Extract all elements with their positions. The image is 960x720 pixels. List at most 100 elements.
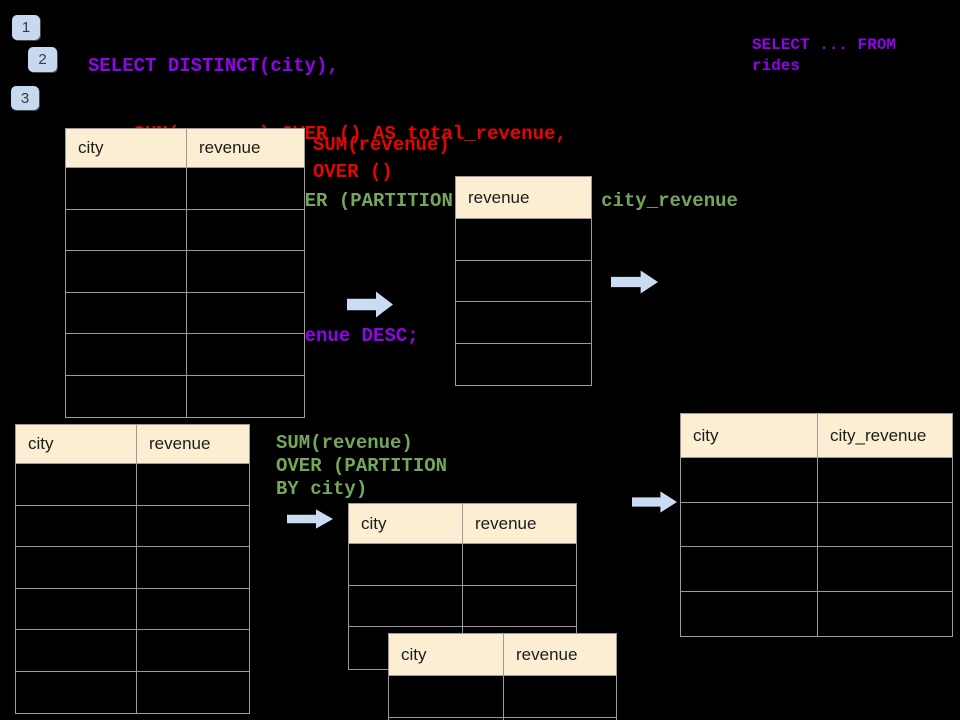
- table-cell: [187, 209, 304, 251]
- step-badge-2: 2: [28, 47, 57, 72]
- column-header-city: city: [16, 425, 137, 464]
- table-cell: [187, 168, 304, 210]
- table-cell: [187, 375, 304, 417]
- table-body: [66, 168, 304, 417]
- table-total-revenue-result: revenue: [455, 176, 592, 386]
- table-row: [681, 547, 952, 592]
- table-row: [456, 343, 591, 385]
- table-cell: [66, 292, 187, 334]
- table-row: [16, 671, 249, 713]
- column-header-city: city: [681, 414, 818, 458]
- table-row: [66, 292, 304, 334]
- table-row: [66, 334, 304, 376]
- table-cell: [137, 547, 249, 589]
- table-cell: [681, 591, 818, 636]
- table-row: [66, 375, 304, 417]
- sql-line-select: SELECT DISTINCT(city),: [88, 55, 339, 77]
- table-row: [66, 251, 304, 293]
- table-row: [66, 209, 304, 251]
- table-row: [681, 458, 952, 503]
- annotation-over-total: SUM(revenue) OVER (): [313, 134, 450, 183]
- table-cell: [349, 585, 463, 628]
- table-partition-intermediate-front: city revenue: [388, 633, 617, 720]
- table-body: [389, 676, 616, 720]
- table-cell: [818, 547, 952, 592]
- step-badge-1: 1: [12, 15, 40, 40]
- table-body: [681, 458, 952, 636]
- column-header-city-revenue: city_revenue: [818, 414, 952, 458]
- table-row: [16, 588, 249, 630]
- table-cell: [187, 334, 304, 376]
- table-cell: [818, 502, 952, 547]
- table-body: [16, 464, 249, 713]
- column-header-city: city: [389, 634, 504, 676]
- table-row: [16, 630, 249, 672]
- table-cell: [16, 671, 137, 713]
- table-row: [16, 464, 249, 506]
- step-badge-3: 3: [11, 86, 39, 110]
- table-cell: [16, 588, 137, 630]
- table-cell: [66, 334, 187, 376]
- annotation-over-partition: SUM(revenue) OVER (PARTITION BY city): [276, 432, 448, 500]
- table-city-revenue-result: city city_revenue: [680, 413, 953, 637]
- table-cell: [818, 591, 952, 636]
- table-cell: [504, 676, 616, 718]
- table-cell: [137, 505, 249, 547]
- table-cell: [16, 547, 137, 589]
- column-header-revenue: revenue: [463, 504, 576, 544]
- table-cell: [137, 671, 249, 713]
- table-row: [349, 544, 576, 586]
- table-cell: [187, 292, 304, 334]
- column-header-revenue: revenue: [504, 634, 616, 676]
- table-cell: [818, 458, 952, 503]
- table-row: [681, 502, 952, 547]
- table-cell: [456, 219, 591, 261]
- table-row: [456, 219, 591, 261]
- table-cell: [66, 375, 187, 417]
- arrow-right-icon-4: [632, 491, 677, 513]
- table-cell: [66, 251, 187, 293]
- column-header-revenue: revenue: [137, 425, 249, 464]
- table-cell: [16, 505, 137, 547]
- table-row: [349, 585, 576, 628]
- table-row: [681, 591, 952, 636]
- table-cell: [504, 717, 616, 720]
- table-cell: [389, 676, 504, 718]
- table-cell: [187, 251, 304, 293]
- table-cell: [681, 458, 818, 503]
- table-cell: [681, 502, 818, 547]
- arrow-right-icon-3: [287, 509, 333, 529]
- table-row: [456, 302, 591, 344]
- table-cell: [456, 343, 591, 385]
- table-rides-source-bottom: city revenue: [15, 424, 250, 714]
- table-cell: [456, 260, 591, 302]
- table-row: [16, 505, 249, 547]
- table-cell: [137, 630, 249, 672]
- table-cell: [681, 547, 818, 592]
- table-rides-source-top: city revenue: [65, 128, 305, 418]
- table-cell: [349, 544, 463, 586]
- table-cell: [66, 209, 187, 251]
- table-row: [456, 260, 591, 302]
- table-cell: [463, 544, 576, 586]
- table-cell: [456, 302, 591, 344]
- table-row: [16, 547, 249, 589]
- query-side-note: SELECT ... FROM rides: [752, 36, 897, 75]
- table-cell: [389, 717, 504, 720]
- table-cell: [66, 168, 187, 210]
- table-cell: [137, 464, 249, 506]
- column-header-city: city: [66, 129, 187, 168]
- table-cell: [137, 588, 249, 630]
- table-row: [389, 717, 616, 720]
- table-cell: [16, 630, 137, 672]
- column-header-revenue: revenue: [456, 177, 591, 219]
- arrow-right-icon-2: [611, 270, 658, 294]
- arrow-right-icon-1: [347, 291, 393, 318]
- table-cell: [463, 585, 576, 628]
- table-row: [389, 676, 616, 718]
- table-cell: [16, 464, 137, 506]
- column-header-city: city: [349, 504, 463, 544]
- table-row: [66, 168, 304, 210]
- table-body: [456, 219, 591, 385]
